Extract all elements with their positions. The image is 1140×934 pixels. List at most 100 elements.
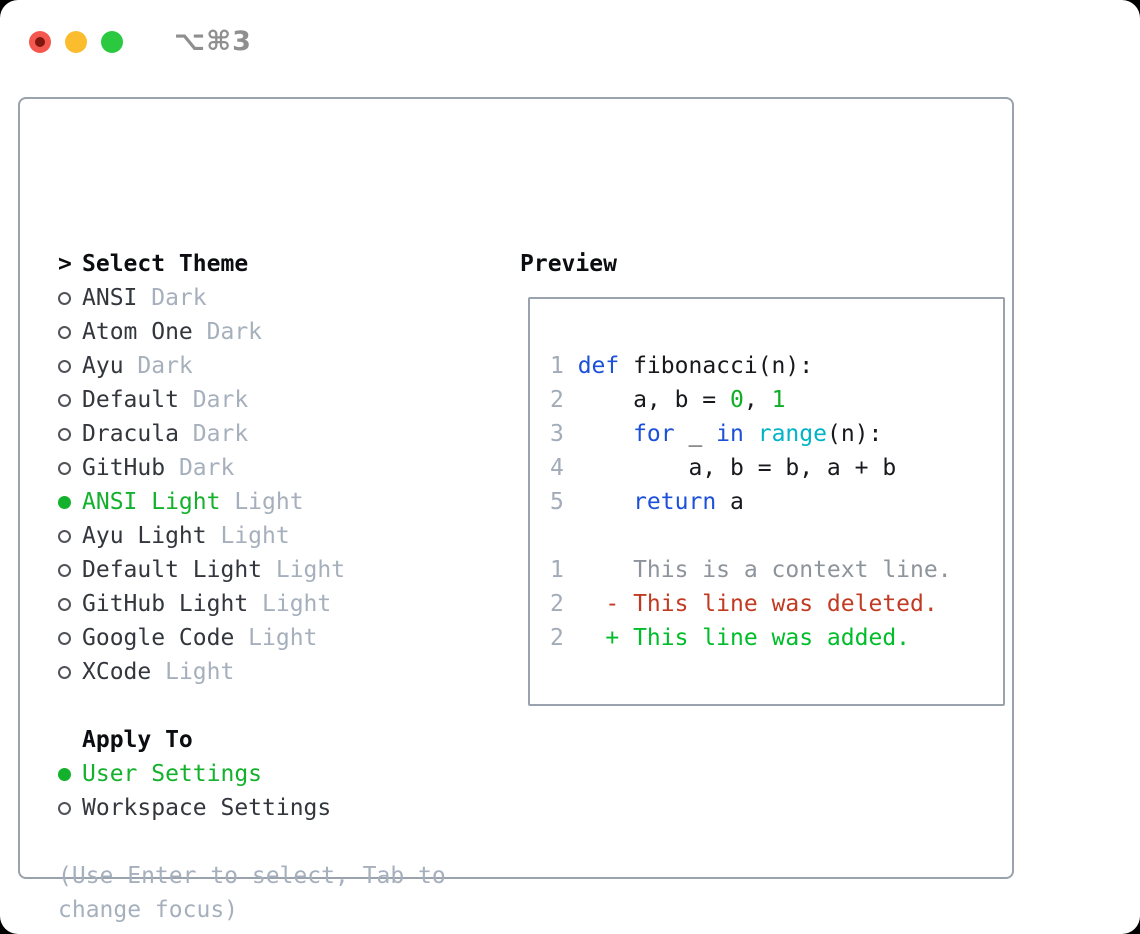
preview-code-line: 1 def fibonacci(n): bbox=[550, 349, 1003, 383]
theme-option-variant: Dark bbox=[178, 455, 235, 481]
line-number: 2 bbox=[550, 591, 564, 617]
window-titlebar: ⌥⌘3 bbox=[29, 26, 252, 57]
preview-code-line: 5 return a bbox=[550, 485, 1003, 519]
theme-option-label: Ayu bbox=[82, 353, 124, 379]
radio-unselected-icon bbox=[58, 597, 82, 611]
spacer bbox=[58, 689, 478, 723]
code-segment-number: 0 bbox=[730, 387, 744, 413]
theme-option-variant: Dark bbox=[206, 319, 263, 345]
apply-option-user-settings[interactable]: User Settings bbox=[58, 757, 478, 791]
radio-unselected-icon bbox=[58, 631, 82, 645]
radio-unselected-icon bbox=[58, 325, 82, 339]
spacer bbox=[58, 825, 478, 859]
theme-option-label: XCode bbox=[82, 659, 152, 685]
line-number: 5 bbox=[550, 489, 564, 515]
code-segment-plain: a, b = bbox=[577, 387, 731, 413]
theme-option-ayu-dark[interactable]: Ayu Dark bbox=[58, 349, 478, 383]
code-segment-plain bbox=[578, 421, 633, 447]
line-number: 2 bbox=[550, 387, 564, 413]
code-segment-added: + This line was added. bbox=[577, 625, 911, 651]
code-segment-keyword: in bbox=[716, 421, 744, 447]
apply-to-header-row: Apply To bbox=[58, 723, 478, 757]
theme-option-variant: Dark bbox=[151, 285, 207, 311]
theme-option-variant: Dark bbox=[137, 353, 193, 379]
theme-option-label: Dracula bbox=[82, 421, 179, 447]
code-segment-deleted: - This line was deleted. bbox=[577, 591, 938, 617]
radio-unselected-icon bbox=[58, 427, 82, 441]
theme-option-default-dark[interactable]: Default Dark bbox=[58, 383, 478, 417]
theme-option-label: GitHub Light bbox=[82, 591, 249, 617]
radio-unselected-icon bbox=[58, 801, 82, 815]
theme-option-google-code-light[interactable]: Google Code Light bbox=[58, 621, 478, 655]
theme-option-variant: Light bbox=[234, 489, 304, 515]
line-number: 3 bbox=[550, 421, 564, 447]
preview-code-line: 2 + This line was added. bbox=[550, 621, 1003, 655]
code-segment-keyword: def bbox=[577, 353, 620, 379]
code-segment-context: This is a context line. bbox=[577, 557, 952, 583]
radio-unselected-icon bbox=[58, 529, 82, 543]
theme-option-variant: Light bbox=[248, 625, 318, 651]
preview-title: Preview bbox=[520, 251, 617, 277]
radio-unselected-icon bbox=[58, 461, 82, 475]
theme-option-ansi-dark[interactable]: ANSI Dark bbox=[58, 281, 478, 315]
theme-option-variant: Light bbox=[262, 591, 332, 617]
preview-code-line: 2 - This line was deleted. bbox=[550, 587, 1003, 621]
code-segment-builtin: range bbox=[757, 421, 827, 447]
line-number: 1 bbox=[550, 557, 564, 583]
theme-option-label: Ayu Light bbox=[82, 523, 207, 549]
preview-code-line bbox=[550, 519, 1003, 553]
code-segment-plain: , bbox=[743, 387, 772, 413]
radio-unselected-icon bbox=[58, 563, 82, 577]
apply-to-title: Apply To bbox=[82, 727, 193, 753]
code-segment-number: 1 bbox=[771, 387, 786, 413]
theme-option-label: Atom One bbox=[82, 319, 193, 345]
preview-code-line: 1 This is a context line. bbox=[550, 553, 1003, 587]
code-segment-keyword: return bbox=[633, 489, 717, 515]
apply-option-workspace-settings[interactable]: Workspace Settings bbox=[58, 791, 478, 825]
minimize-button[interactable] bbox=[65, 30, 87, 53]
apply-option-label: User Settings bbox=[82, 761, 263, 787]
theme-option-github-light-light[interactable]: GitHub Light Light bbox=[58, 587, 478, 621]
code-segment-plain: _ bbox=[674, 421, 717, 447]
code-segment-plain bbox=[744, 421, 758, 447]
apply-option-label: Workspace Settings bbox=[82, 795, 332, 821]
preview-header-row: Preview bbox=[520, 247, 617, 281]
preview-code-line: 2 a, b = 0, 1 bbox=[550, 383, 1003, 417]
focus-caret-icon: > bbox=[58, 251, 72, 277]
preview-code-line: 3 for _ in range(n): bbox=[550, 417, 1003, 451]
window-title-shortcut: ⌥⌘3 bbox=[174, 26, 252, 57]
theme-option-variant: Light bbox=[275, 557, 346, 583]
theme-option-label: Default bbox=[82, 387, 179, 413]
select-theme-header-row: > Select Theme bbox=[58, 247, 478, 281]
theme-option-label: Google Code bbox=[82, 625, 235, 651]
code-segment-plain: fibonacci(n): bbox=[619, 353, 814, 379]
radio-unselected-icon bbox=[58, 291, 82, 305]
theme-option-label: ANSI bbox=[82, 285, 138, 311]
radio-unselected-icon bbox=[58, 665, 82, 679]
theme-option-xcode-light[interactable]: XCode Light bbox=[58, 655, 478, 689]
select-theme-title: Select Theme bbox=[82, 251, 249, 277]
code-segment-plain: a, b = b, a + b bbox=[577, 455, 897, 481]
code-segment-plain: (n): bbox=[826, 421, 883, 447]
radio-unselected-icon bbox=[58, 393, 82, 407]
preview-code-line: 4 a, b = b, a + b bbox=[550, 451, 1003, 485]
code-segment-plain: a bbox=[716, 489, 744, 515]
radio-selected-icon bbox=[58, 767, 82, 781]
maximize-button[interactable] bbox=[101, 30, 123, 53]
code-segment-plain bbox=[578, 489, 633, 515]
line-number: 1 bbox=[550, 353, 564, 379]
help-text: (Use Enter to select, Tab to change focu… bbox=[58, 863, 446, 923]
theme-option-variant: Light bbox=[165, 659, 235, 685]
theme-option-atom-one-dark[interactable]: Atom One Dark bbox=[58, 315, 478, 349]
theme-option-variant: Dark bbox=[192, 387, 249, 413]
close-button[interactable] bbox=[29, 30, 51, 53]
